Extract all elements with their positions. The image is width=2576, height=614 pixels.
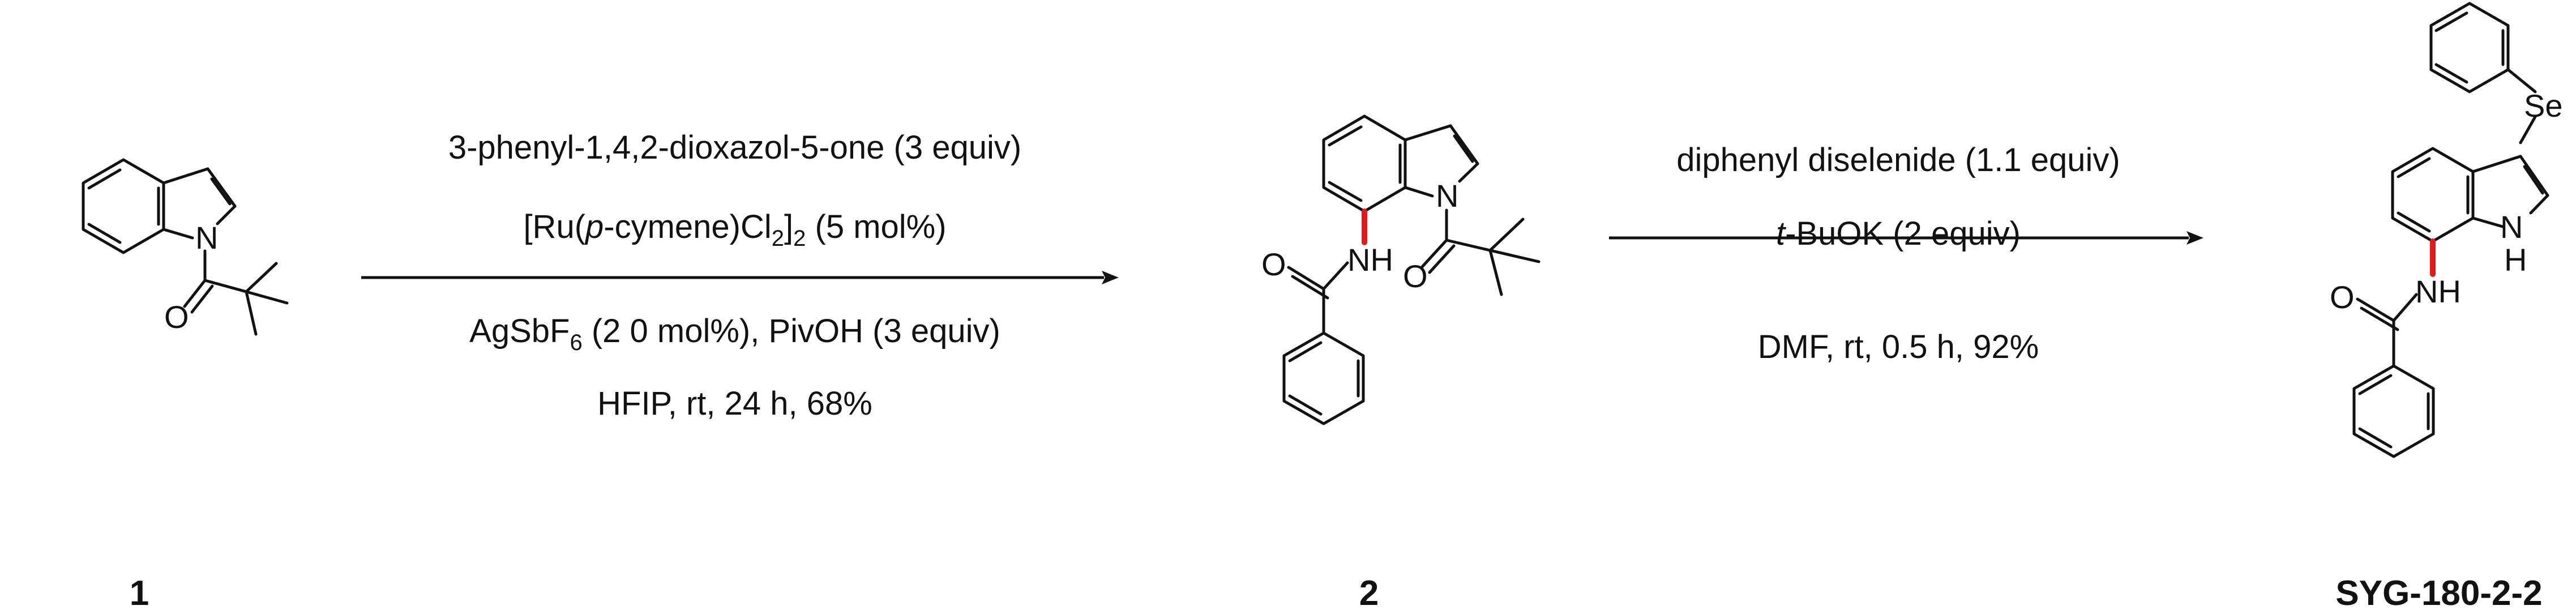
compound-2-indole-nitrogen: N	[1436, 178, 1458, 214]
product-structure	[2352, 2, 2549, 458]
compound-1-label: 1	[130, 574, 149, 613]
step2-reagent-line: diphenyl diselenide (1.1 equiv)	[1676, 142, 2120, 178]
product-selenium-atom: Se	[2524, 88, 2563, 123]
product-amide-oxygen: O	[2330, 279, 2355, 315]
reaction-arrow-1	[361, 271, 1119, 284]
compound-2-label: 2	[1359, 574, 1379, 613]
compound-1-nitrogen: N	[195, 220, 218, 255]
compound-1-carbonyl-oxygen: O	[164, 299, 189, 335]
product-label: SYG-180-2-2	[2335, 574, 2542, 613]
step1-solvent-line: HFIP, rt, 24 h, 68%	[597, 385, 872, 422]
compound-2-amide-oxygen: O	[1261, 246, 1286, 282]
compound-2-structure	[1282, 114, 1541, 425]
step2-solvent-line: DMF, rt, 0.5 h, 92%	[1758, 329, 2039, 365]
reaction-arrow-2	[1609, 231, 2203, 245]
step1-reagent-line: 3-phenyl-1,4,2-dioxazol-5-one (3 equiv)	[448, 129, 1021, 166]
product-amide-nh: NH	[2415, 274, 2461, 309]
step2-base-line: t-BuOK (2 equiv)	[1776, 215, 2021, 252]
product-indole-h: H	[2504, 242, 2527, 278]
compound-2-pivaloyl-oxygen: O	[1403, 258, 1428, 294]
compound-1-structure	[82, 158, 289, 336]
step1-additive-line: AgSbF6 (2 0 mol%), PivOH (3 equiv)	[469, 313, 1000, 355]
product-indole-nh: N	[2500, 209, 2523, 245]
step1-catalyst-line: [Ru(p-cymene)Cl2]2 (5 mol%)	[523, 208, 946, 251]
compound-2-amide-nh: NH	[1347, 242, 1393, 278]
